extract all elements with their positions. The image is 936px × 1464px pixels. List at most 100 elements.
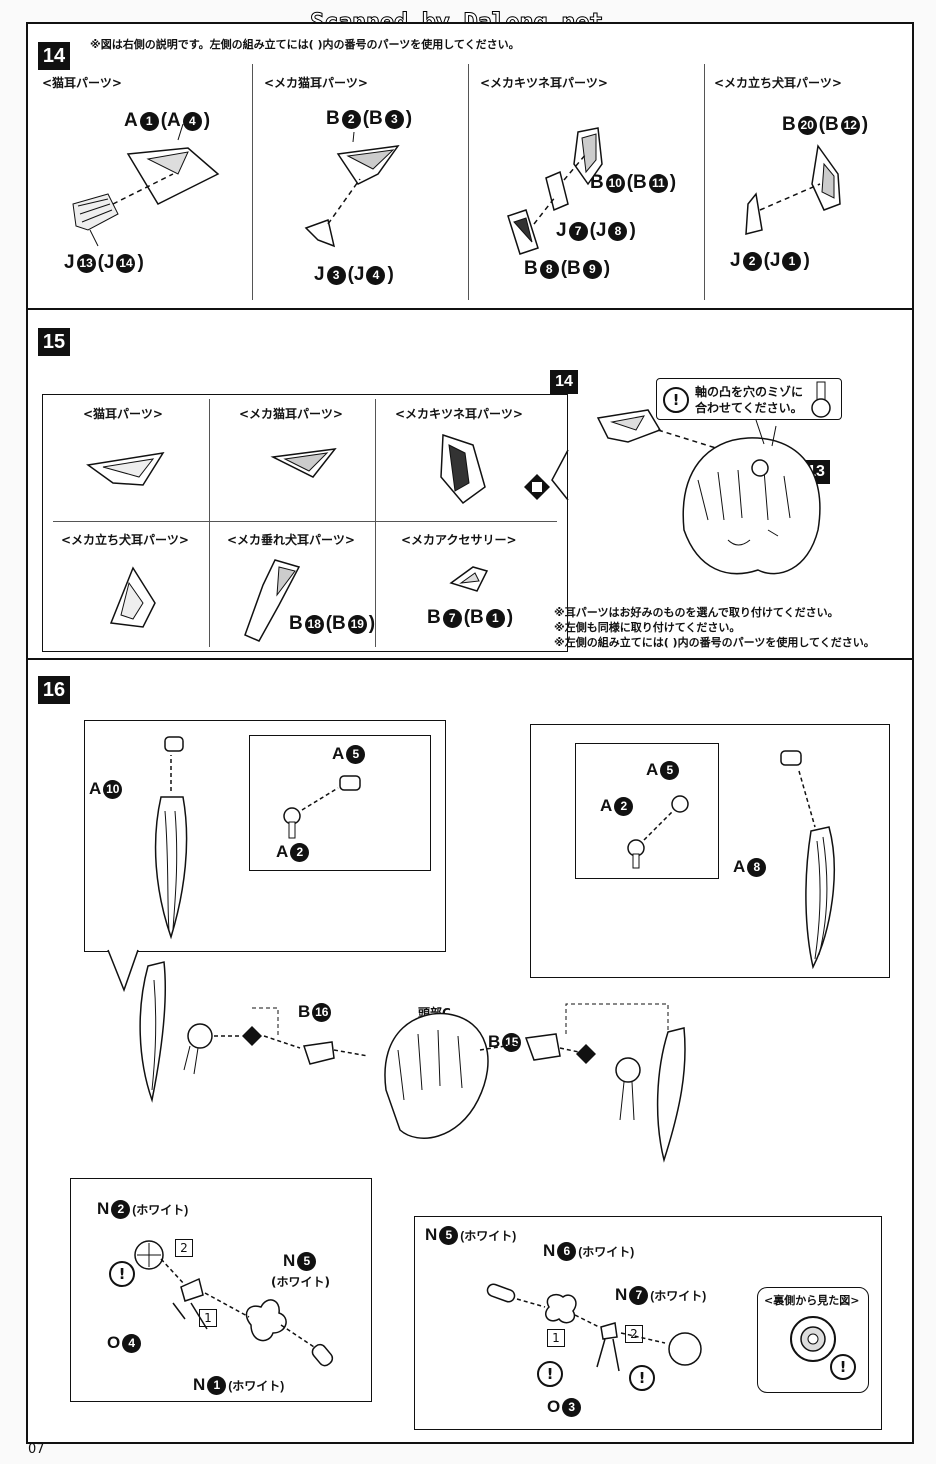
assembly-note: ※耳パーツはお好みのものを選んで取り付けてください。 (554, 606, 839, 619)
part-number: 2 (742, 251, 762, 271)
grid-label: <メカキツネ耳パーツ> (395, 407, 523, 421)
part-letter: (B (560, 258, 581, 279)
color-note: (ホワイト) (650, 1288, 707, 1303)
part-letter: N (543, 1241, 556, 1260)
part-letter: A (124, 110, 138, 131)
part-number: 7 (568, 221, 588, 241)
grid-label: <メカ立ち犬耳パーツ> (61, 533, 189, 547)
part-number: 7 (629, 1285, 649, 1305)
column-label: <猫耳パーツ> (42, 76, 122, 90)
part-bracket: ) (603, 258, 611, 279)
part-number: 3 (384, 109, 404, 129)
part-bracket: ) (405, 108, 413, 129)
mecha-droop-dog-ear-part (244, 559, 301, 642)
part-letter: J (730, 250, 741, 271)
grid-label: <メカ垂れ犬耳パーツ> (227, 533, 355, 547)
ear-parts-grid: <猫耳パーツ> <メカ猫耳パーツ> <メカキツネ耳パーツ> <メカ立ち犬耳パーツ… (42, 394, 568, 652)
part-number: 3 (326, 265, 346, 285)
part-number: 1 (485, 608, 505, 628)
part-number: 10 (605, 173, 625, 193)
part-letter: A (733, 857, 746, 876)
part-letter: (J (589, 220, 607, 241)
part-bracket: ) (803, 250, 810, 271)
part-letter: N (193, 1375, 206, 1394)
part-number: 14 (116, 253, 136, 273)
part-letter: B (298, 1002, 311, 1021)
warning-icon: ! (663, 387, 689, 413)
back-view-drawing (790, 1316, 836, 1362)
part-number: 11 (648, 173, 668, 193)
part-letter: (B (325, 613, 346, 634)
part-letter: (B (818, 114, 839, 135)
part-letter: A (600, 796, 613, 815)
part-letter: B (782, 114, 796, 135)
part-letter: J (64, 252, 75, 273)
part-number: 8 (608, 221, 628, 241)
callout-line: 合わせてください。 (695, 401, 803, 415)
mecha-cat-ear-part (270, 448, 337, 478)
step-marker: 2 (625, 1325, 643, 1343)
part-number: 15 (502, 1032, 522, 1052)
step-number: 15 (38, 328, 70, 356)
color-note: (ホワイト) (132, 1202, 189, 1217)
part-number: 4 (182, 111, 202, 131)
part-number: 8 (747, 857, 767, 877)
part-letter: (J (97, 252, 115, 273)
peg-icon (811, 381, 831, 418)
part-letter: B (524, 258, 538, 279)
part-number: 10 (103, 779, 123, 799)
part-number: 13 (76, 253, 96, 273)
part-letter: A (332, 744, 345, 763)
part-bracket: ) (137, 252, 144, 273)
column-divider (704, 64, 705, 300)
warning-icon: ! (629, 1365, 655, 1391)
part-number: 2 (614, 796, 634, 816)
part-letter: (B (626, 172, 647, 193)
part-letter: A (646, 760, 659, 779)
part-letter: (J (763, 250, 781, 271)
grid-label: <メカアクセサリー> (401, 533, 517, 547)
cat-ear-part (86, 451, 165, 486)
part-bracket: ) (629, 220, 636, 241)
head-assembly-drawing (107, 949, 686, 1163)
color-note: (ホワイト) (228, 1378, 285, 1393)
part-number: 1 (782, 251, 802, 271)
part-bracket: ) (203, 110, 211, 131)
color-note: (ホワイト) (578, 1244, 635, 1259)
mecha-cat-ear-drawing (304, 131, 400, 248)
part-letter: J (556, 220, 567, 241)
part-bracket: ) (387, 264, 394, 285)
part-letter: O (547, 1397, 561, 1416)
step-14-panel: 14 ※図は右側の説明です。左側の組み立てには( )内の番号のパーツを使用してく… (26, 22, 914, 310)
hair-tail-left-drawing (154, 736, 188, 940)
part-number: 4 (366, 265, 386, 285)
column-divider (468, 64, 469, 300)
column-label: <メカキツネ耳パーツ> (480, 76, 608, 90)
part-bracket: ) (861, 114, 869, 135)
mecha-dog-ear-drawing (745, 144, 841, 235)
ball-joint-drawing (627, 795, 689, 869)
color-note: (ホワイト) (271, 1275, 330, 1289)
part-number: 1 (139, 111, 159, 131)
callout-line: 軸の凸を穴のミゾに (695, 385, 804, 399)
mecha-accessory-part (449, 566, 489, 592)
part-number: 19 (347, 614, 367, 634)
part-letter: (J (347, 264, 365, 285)
part-number: 12 (840, 115, 860, 135)
part-number: 5 (660, 760, 680, 780)
